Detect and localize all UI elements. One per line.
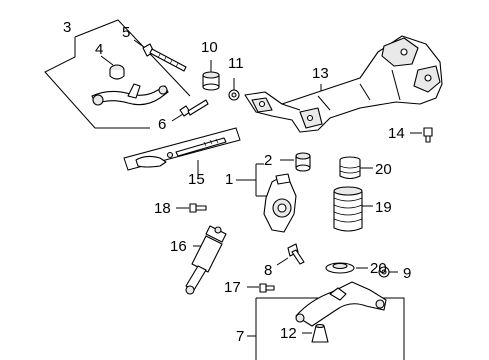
callout-1: 1 xyxy=(225,171,234,188)
coil-spring-part-19 xyxy=(333,186,363,232)
leader-4 xyxy=(100,55,114,66)
callout-2: 2 xyxy=(264,152,273,169)
leader-lines xyxy=(44,19,422,360)
bracket-7 xyxy=(247,297,405,360)
bolt-part-18 xyxy=(189,203,207,213)
callout-9: 9 xyxy=(403,265,412,282)
nut-part-11 xyxy=(228,89,240,101)
bracket-1 xyxy=(236,163,270,197)
shock-absorber-part-16 xyxy=(185,225,227,295)
callout-13: 13 xyxy=(312,65,329,82)
crossmember-part-13 xyxy=(244,35,443,133)
callout-6: 6 xyxy=(158,116,167,133)
callout-16: 16 xyxy=(170,238,187,255)
bracket-3-upper xyxy=(74,19,191,97)
callout-7: 7 xyxy=(236,328,245,345)
callout-18: 18 xyxy=(154,200,171,217)
bracket-3 xyxy=(44,37,150,129)
callout-20-lower: 20 xyxy=(370,260,387,277)
callout-15: 15 xyxy=(188,171,205,188)
callout-4: 4 xyxy=(95,41,104,58)
callout-5: 5 xyxy=(122,24,131,41)
link-part-8 xyxy=(287,243,305,265)
upper-control-arm-part-3 xyxy=(91,83,169,106)
bushing-part-10 xyxy=(202,71,220,91)
leader-6 xyxy=(171,113,184,122)
callout-17: 17 xyxy=(224,279,241,296)
callout-20-upper: 20 xyxy=(375,161,392,178)
callout-3: 3 xyxy=(63,19,72,36)
knuckle-part-1 xyxy=(263,173,297,233)
bolt-part-6 xyxy=(179,99,209,117)
mount-part-20-upper xyxy=(339,156,361,180)
stud-part-14 xyxy=(423,127,433,143)
nut-part-9 xyxy=(378,266,390,278)
bolt-part-5 xyxy=(142,43,187,72)
callout-8: 8 xyxy=(264,262,273,279)
lower-control-arm-part-7 xyxy=(295,281,387,327)
boot-part-12 xyxy=(311,323,329,343)
bushing-part-2 xyxy=(295,152,311,172)
callout-14: 14 xyxy=(388,125,405,142)
spring-seat-part-20-lower xyxy=(325,262,355,274)
callout-10: 10 xyxy=(201,39,218,56)
callout-11: 11 xyxy=(228,55,244,72)
toe-link-part-15 xyxy=(123,127,241,171)
leader-8 xyxy=(276,257,289,266)
bushing-part-4 xyxy=(109,64,125,80)
callout-19: 19 xyxy=(375,199,392,216)
bolt-part-17 xyxy=(259,283,275,293)
callout-12: 12 xyxy=(280,325,297,342)
